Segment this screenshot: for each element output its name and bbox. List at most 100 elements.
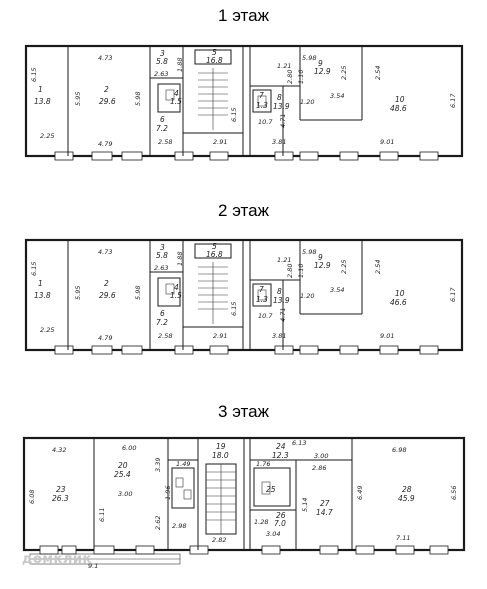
interior-walls bbox=[67, 240, 363, 350]
dimension-label: 2.25 bbox=[40, 326, 54, 334]
sanitary-units bbox=[157, 277, 272, 307]
dimension-label: 2.91 bbox=[213, 332, 227, 340]
floor-plan-3: 23 26.3 20 25.4 19 18.0 24 12.3 25 26 7.… bbox=[22, 436, 466, 570]
staircase bbox=[194, 243, 232, 324]
dimension-label: 3.81 bbox=[272, 332, 286, 340]
dimension-label: 7.11 bbox=[396, 534, 410, 542]
room-area: 45.9 bbox=[398, 494, 415, 503]
room-area: 13.9 bbox=[273, 102, 290, 111]
dimension-label: 2.25 bbox=[340, 66, 348, 80]
dimension-label: 9.01 bbox=[380, 332, 394, 340]
room-number: 8 bbox=[277, 93, 282, 102]
sanitary-units bbox=[157, 83, 272, 113]
room-area: 25.4 bbox=[114, 470, 131, 479]
room-number: 8 bbox=[277, 287, 282, 296]
dimension-label: 4.79 bbox=[98, 140, 112, 148]
dimension-label: 3.39 bbox=[154, 458, 162, 472]
dimension-label: 2.63 bbox=[154, 70, 168, 78]
room-number: 9 bbox=[318, 59, 323, 68]
dimension-label: 6.17 bbox=[449, 93, 457, 108]
dimension-label: 1.28 bbox=[254, 518, 268, 526]
room-number: 1 bbox=[38, 85, 43, 94]
room-area: 48.6 bbox=[390, 104, 407, 113]
dimension-label: 2.54 bbox=[374, 66, 382, 80]
room-number: 7 bbox=[259, 91, 264, 100]
dimension-label: 2.80 bbox=[286, 264, 294, 278]
floor-1-title: 1 этаж bbox=[218, 6, 269, 25]
dimension-label: 4.73 bbox=[98, 54, 112, 62]
dimension-label: 3.81 bbox=[272, 138, 286, 146]
room-number: 3 bbox=[160, 243, 165, 252]
room-area: 1.5 bbox=[170, 97, 182, 106]
dimension-label: 4.71 bbox=[279, 114, 287, 128]
room-number: 25 bbox=[266, 485, 276, 494]
room-number: 9 bbox=[318, 253, 323, 262]
dimension-label: 6.15 bbox=[30, 68, 38, 82]
dimension-label: 6.13 bbox=[292, 439, 306, 447]
dimension-label: 1.10 bbox=[297, 264, 305, 278]
watermark: домклик bbox=[22, 552, 92, 567]
room-area: 12.3 bbox=[272, 451, 289, 460]
room-area: 13.8 bbox=[34, 291, 51, 300]
room-number: 4 bbox=[174, 283, 179, 292]
dimension-label: 10.7 bbox=[258, 312, 273, 320]
dimension-label: 1.49 bbox=[176, 460, 190, 468]
room-area: 1.5 bbox=[170, 291, 182, 300]
dimension-label: 10.7 bbox=[258, 118, 273, 126]
dimension-label: 1.21 bbox=[277, 256, 291, 264]
dimension-label: 2.86 bbox=[312, 464, 326, 472]
outer-wall bbox=[24, 238, 464, 352]
dimension-label: 6.00 bbox=[122, 444, 136, 452]
room-number: 7 bbox=[259, 285, 264, 294]
dimension-label: 3.00 bbox=[314, 452, 328, 460]
outer-wall bbox=[24, 44, 464, 158]
room-number: 6 bbox=[160, 309, 165, 318]
dimension-label: 6.49 bbox=[356, 486, 364, 500]
dimension-label: 3.54 bbox=[330, 286, 344, 294]
dimension-label: 2.91 bbox=[213, 138, 227, 146]
dimension-label: 5.98 bbox=[134, 92, 142, 106]
room-area: 5.8 bbox=[156, 251, 168, 260]
room-number: 24 bbox=[276, 442, 286, 451]
dimension-label: 1.88 bbox=[176, 58, 184, 72]
dimension-label: 1.96 bbox=[164, 486, 172, 500]
dimension-label: 6.15 bbox=[230, 302, 238, 316]
room-number: 23 bbox=[56, 485, 66, 494]
room-area: 18.0 bbox=[212, 451, 229, 460]
dimension-label: 2.54 bbox=[374, 260, 382, 274]
room-area: 7.2 bbox=[156, 318, 168, 327]
room-area: 13.8 bbox=[34, 97, 51, 106]
room-number: 2 bbox=[104, 85, 109, 94]
dimension-label: 6.98 bbox=[392, 446, 406, 454]
room-area: 29.6 bbox=[99, 291, 116, 300]
dimension-label: 1.88 bbox=[176, 252, 184, 266]
dimension-label: 9.01 bbox=[380, 138, 394, 146]
dimension-label: 5.14 bbox=[301, 498, 309, 512]
windows bbox=[54, 151, 439, 161]
room-number: 20 bbox=[118, 461, 128, 470]
dimension-label: 4.32 bbox=[52, 446, 66, 454]
room-number: 10 bbox=[395, 95, 405, 104]
room-area: 5.8 bbox=[156, 57, 168, 66]
floor-2-title: 2 этаж bbox=[218, 201, 269, 220]
staircase bbox=[205, 463, 237, 535]
dimension-label: 4.71 bbox=[279, 308, 287, 322]
dimension-label: 6.15 bbox=[30, 262, 38, 276]
dimension-label: 2.25 bbox=[340, 260, 348, 274]
staircase bbox=[194, 49, 232, 130]
room-number: 5 bbox=[212, 48, 217, 57]
room-area: 7.0 bbox=[274, 519, 286, 528]
room-number: 28 bbox=[402, 485, 412, 494]
floor-plan-2: 1 13.8 2 29.6 3 5.8 4 1.5 5 16.8 6 7.2 7… bbox=[24, 238, 464, 355]
room-number: 2 bbox=[104, 279, 109, 288]
dimension-label: 2.80 bbox=[286, 70, 294, 84]
room-number: 5 bbox=[212, 242, 217, 251]
dimension-label: 3.54 bbox=[330, 92, 344, 100]
dimension-label: 1.76 bbox=[256, 460, 270, 468]
dimension-label: 3.00 bbox=[118, 490, 132, 498]
dimension-label: 5.98 bbox=[302, 248, 316, 256]
room-number: 27 bbox=[320, 499, 330, 508]
dimension-label: 2.58 bbox=[158, 138, 172, 146]
dimension-label: 2.25 bbox=[40, 132, 54, 140]
room-area: 13.9 bbox=[273, 296, 290, 305]
